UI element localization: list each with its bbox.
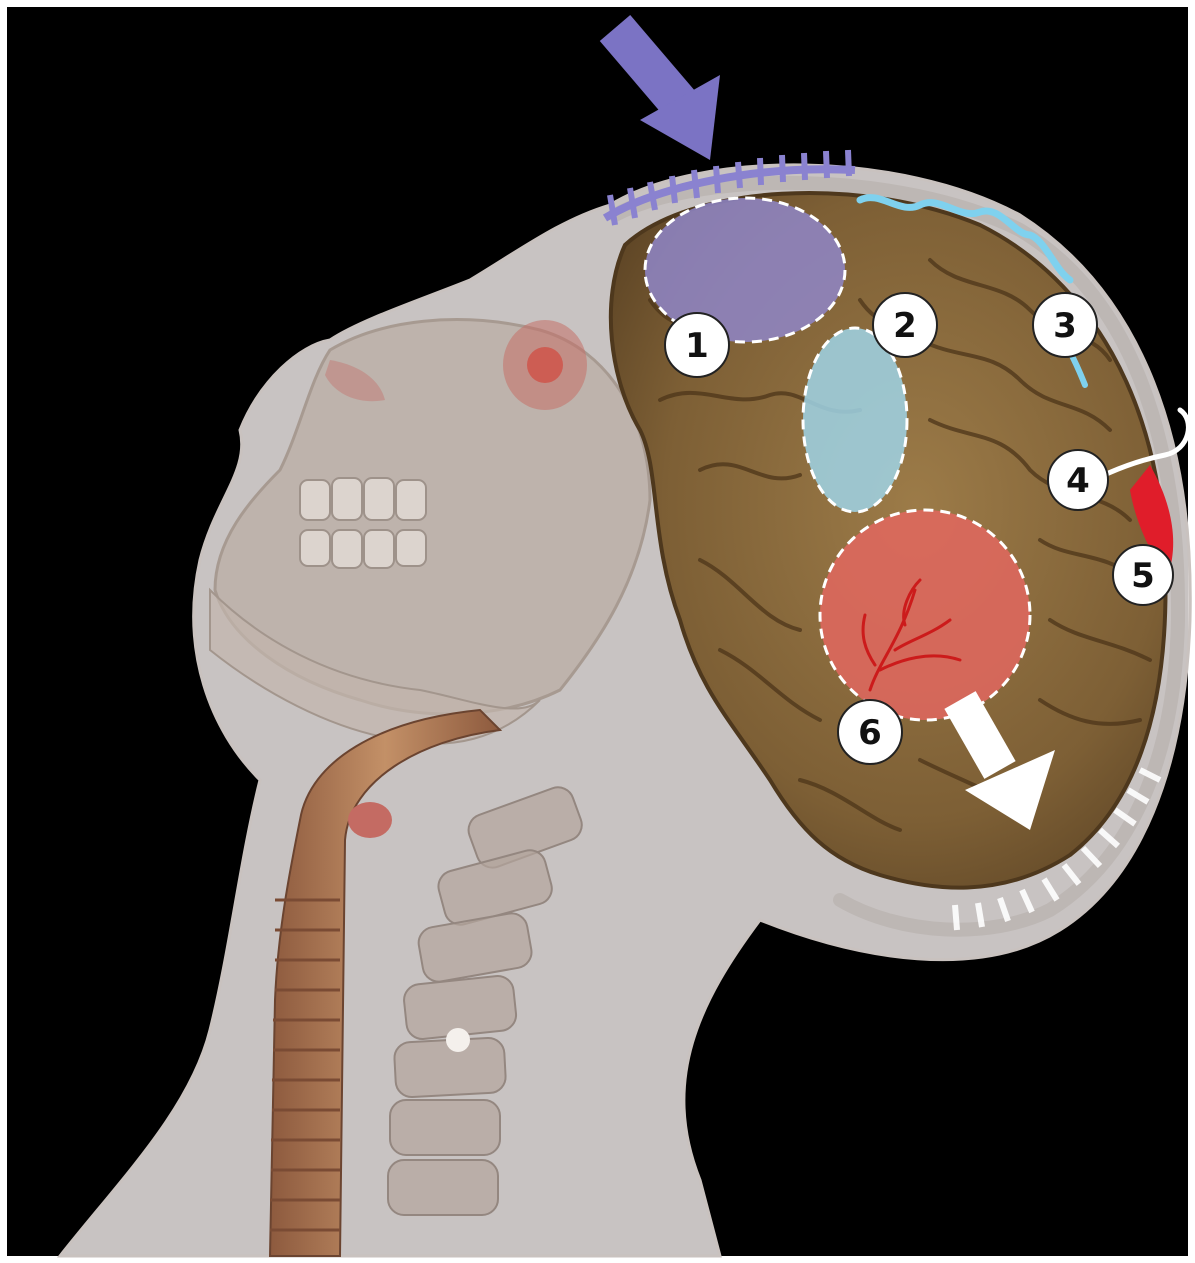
contusion-region (803, 328, 907, 512)
bleed-region (820, 510, 1030, 720)
epiglottis (348, 802, 392, 838)
callout-5: 5 (1113, 545, 1173, 605)
callout-6: 6 (838, 700, 902, 764)
callout-3-label: 3 (1053, 306, 1077, 346)
callout-1: 1 (665, 313, 729, 377)
callout-4-label: 4 (1066, 461, 1090, 501)
callout-4: 4 (1048, 450, 1108, 510)
callout-2-label: 2 (893, 306, 917, 346)
impact-region (645, 198, 845, 342)
callout-2: 2 (873, 293, 937, 357)
callout-1-label: 1 (685, 326, 709, 366)
vertebra-highlight (446, 1028, 470, 1052)
eye-socket-core (527, 347, 563, 383)
callout-5-label: 5 (1131, 556, 1155, 596)
callout-3: 3 (1033, 293, 1097, 357)
callout-6-label: 6 (858, 713, 882, 753)
